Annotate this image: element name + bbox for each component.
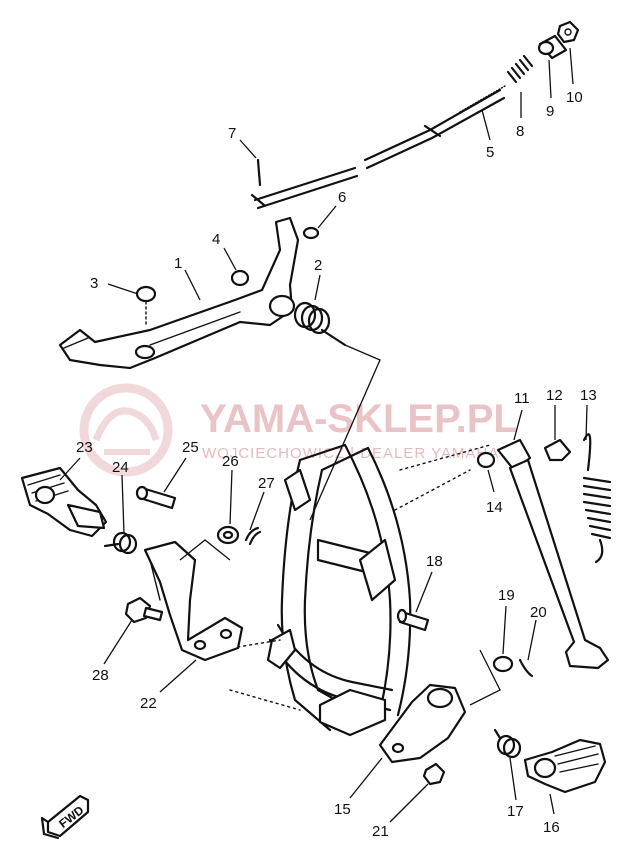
- forward-direction-badge: FWD: [40, 794, 90, 840]
- forward-arrow-icon: [46, 794, 90, 838]
- callout-22: 22: [140, 695, 157, 712]
- watermark-tagline: WOJCIECHOWICZ | DEALER YAMAHA: [202, 445, 499, 462]
- frame-section: [219, 443, 491, 737]
- callout-2: 2: [314, 257, 322, 274]
- pin-27: [244, 526, 262, 546]
- return-spring: [293, 301, 347, 347]
- callout-11: 11: [514, 390, 530, 407]
- washer-19: [492, 655, 514, 673]
- adjust-joint: [537, 34, 568, 60]
- callout-21: 21: [372, 823, 389, 840]
- collar-14: [476, 451, 496, 469]
- washer: [302, 226, 320, 240]
- callout-3: 3: [90, 275, 98, 292]
- rod-spring: [506, 54, 534, 84]
- pin-20: [518, 658, 534, 678]
- footrest-right: [523, 738, 607, 794]
- callout-7: 7: [228, 125, 236, 142]
- callout-9: 9: [546, 103, 554, 120]
- washer-26: [216, 525, 240, 545]
- leader-lines: [59, 47, 588, 823]
- callout-14: 14: [486, 499, 503, 516]
- footrest-spring-right: [493, 728, 522, 759]
- sidestand-assembly: [476, 433, 612, 670]
- brake-rod: [253, 88, 502, 202]
- callout-26: 26: [222, 453, 239, 470]
- footrest-bracket-right: [378, 683, 467, 764]
- footrest-spring-left: [103, 531, 138, 555]
- callout-18: 18: [426, 553, 443, 570]
- callout-19: 19: [498, 587, 515, 604]
- callout-28: 28: [92, 667, 109, 684]
- callout-15: 15: [334, 801, 351, 818]
- callout-1: 1: [174, 255, 182, 272]
- sidestand-bolt: [543, 438, 572, 462]
- callout-8: 8: [516, 123, 524, 140]
- callout-25: 25: [182, 439, 199, 456]
- left-footrest-assembly: [20, 466, 262, 662]
- bracket-bolt: [124, 596, 164, 624]
- circlip: [230, 269, 250, 287]
- footrest-left: [20, 466, 108, 538]
- watermark-brand: YAMA-SKLEP.PL: [200, 397, 518, 441]
- callout-5: 5: [486, 144, 494, 161]
- adjust-nut: [556, 20, 580, 44]
- callout-23: 23: [76, 439, 93, 456]
- callout-numbers: 1 2 3 4 5 6 7 8 9 10 11 12 13 14 15 16 1…: [76, 89, 597, 840]
- callout-13: 13: [580, 387, 597, 404]
- callout-27: 27: [258, 475, 275, 492]
- bolt-21: [422, 762, 446, 786]
- callout-24: 24: [112, 459, 129, 476]
- callout-16: 16: [543, 819, 560, 836]
- callout-6: 6: [338, 189, 346, 206]
- yamaha-logo-icon: [79, 383, 173, 477]
- bolt-18: [396, 608, 430, 632]
- callout-4: 4: [212, 231, 220, 248]
- callout-12: 12: [546, 387, 563, 404]
- callout-17: 17: [507, 803, 524, 820]
- callout-10: 10: [566, 89, 583, 106]
- callout-20: 20: [530, 604, 547, 621]
- pivot-pin: [135, 485, 177, 510]
- footrest-bracket-left: [143, 540, 244, 662]
- sidestand-spring: [582, 433, 612, 564]
- brake-rod-assembly: [253, 20, 580, 210]
- brake-pedal-assembly: [58, 158, 347, 370]
- pedal-bolt: [135, 285, 157, 326]
- right-footrest-assembly: [378, 608, 607, 794]
- brake-pedal: [58, 216, 300, 370]
- sidestand: [496, 438, 610, 670]
